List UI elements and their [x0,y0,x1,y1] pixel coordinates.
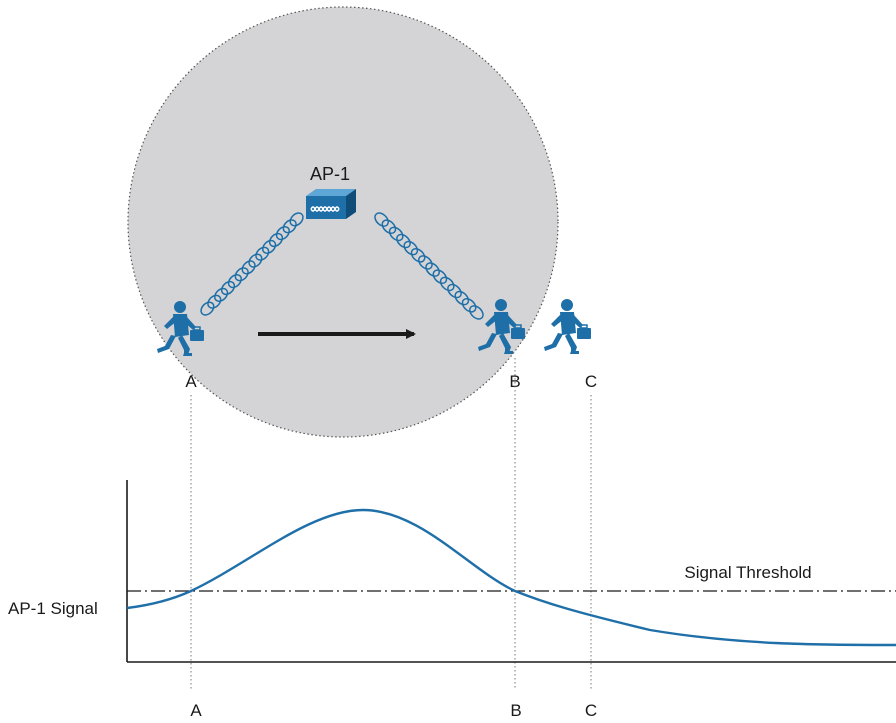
walking-user-icon [544,299,591,354]
position-label-a-bottom: A [190,701,202,720]
signal-threshold-label: Signal Threshold [684,563,811,582]
position-label-b-bottom: B [510,701,521,720]
position-label-c-bottom: C [585,701,597,720]
graph-y-label: AP-1 Signal [8,599,98,618]
access-point-label: AP-1 [310,164,350,184]
position-label-a-top: A [185,372,197,391]
position-label-c-top: C [585,372,597,391]
access-point-icon [306,189,356,219]
